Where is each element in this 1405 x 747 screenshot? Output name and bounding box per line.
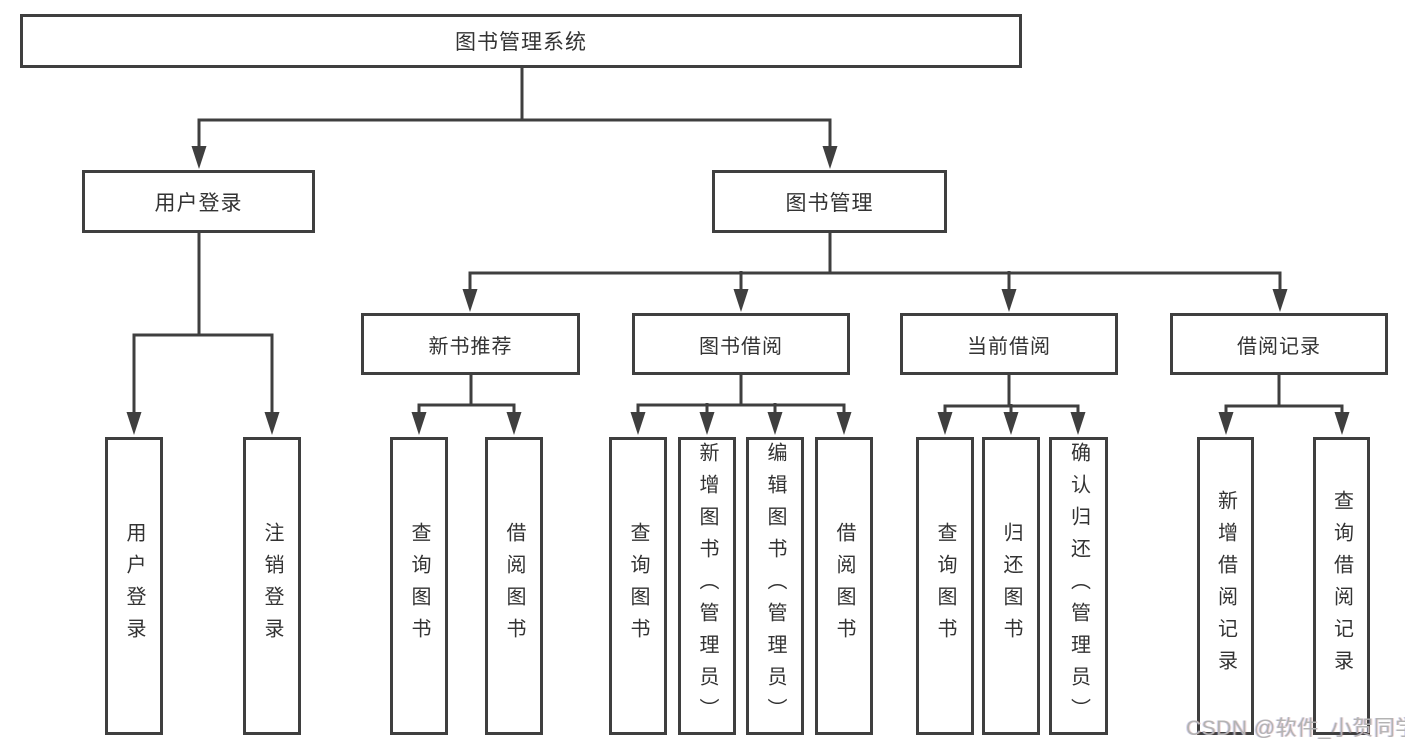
arrowhead-icon <box>1218 412 1234 435</box>
arrowhead-icon <box>264 412 280 435</box>
leaf-query-borrow-record: 查询借阅记录 <box>1313 437 1370 735</box>
connector-paths <box>132 68 1344 416</box>
arrowhead-icon <box>1272 289 1288 312</box>
node-new-book-recommend: 新书推荐 <box>361 313 580 375</box>
leaf-logout-login: 注销登录 <box>243 437 301 735</box>
leaf-add-borrow-record: 新增借阅记录 <box>1197 437 1254 735</box>
arrowhead-icon <box>126 412 142 435</box>
arrowhead-icon <box>822 146 838 169</box>
root-node-library-system: 图书管理系统 <box>20 14 1022 68</box>
leaf-user-login: 用户登录 <box>105 437 163 735</box>
node-current-borrowing: 当前借阅 <box>900 313 1118 375</box>
leaf-query-books-recommend: 查询图书 <box>390 437 448 735</box>
arrowhead-icon <box>836 412 852 435</box>
arrowhead-icon <box>937 412 953 435</box>
leaf-return-books: 归还图书 <box>982 437 1040 735</box>
arrowhead-icon <box>1070 412 1086 435</box>
arrowhead-icon <box>191 146 207 169</box>
arrowhead-icons <box>126 146 1350 435</box>
leaf-add-books-admin: 新增图书（管理员） <box>678 437 736 735</box>
arrowhead-icon <box>630 412 646 435</box>
arrowhead-icon <box>733 289 749 312</box>
leaf-edit-books-admin: 编辑图书（管理员） <box>746 437 804 735</box>
arrowhead-icon <box>1001 289 1017 312</box>
node-user-login: 用户登录 <box>82 170 315 233</box>
arrowhead-icon <box>411 412 427 435</box>
leaf-confirm-return-admin: 确认归还（管理员） <box>1049 437 1108 735</box>
node-borrowing-records: 借阅记录 <box>1170 313 1388 375</box>
arrowhead-icon <box>506 412 522 435</box>
leaf-borrow-books-recommend: 借阅图书 <box>485 437 543 735</box>
node-book-management: 图书管理 <box>712 170 947 233</box>
arrowhead-icon <box>1334 412 1350 435</box>
leaf-query-books-borrowing: 查询图书 <box>609 437 667 735</box>
leaf-borrow-books: 借阅图书 <box>815 437 873 735</box>
leaf-query-books-current: 查询图书 <box>916 437 974 735</box>
node-book-borrowing: 图书借阅 <box>632 313 850 375</box>
csdn-watermark: CSDN @软件_小贺同学 <box>1186 717 1405 740</box>
arrowhead-icon <box>767 412 783 435</box>
arrowhead-icon <box>699 412 715 435</box>
arrowhead-icon <box>462 289 478 312</box>
arrowhead-icon <box>1003 412 1019 435</box>
